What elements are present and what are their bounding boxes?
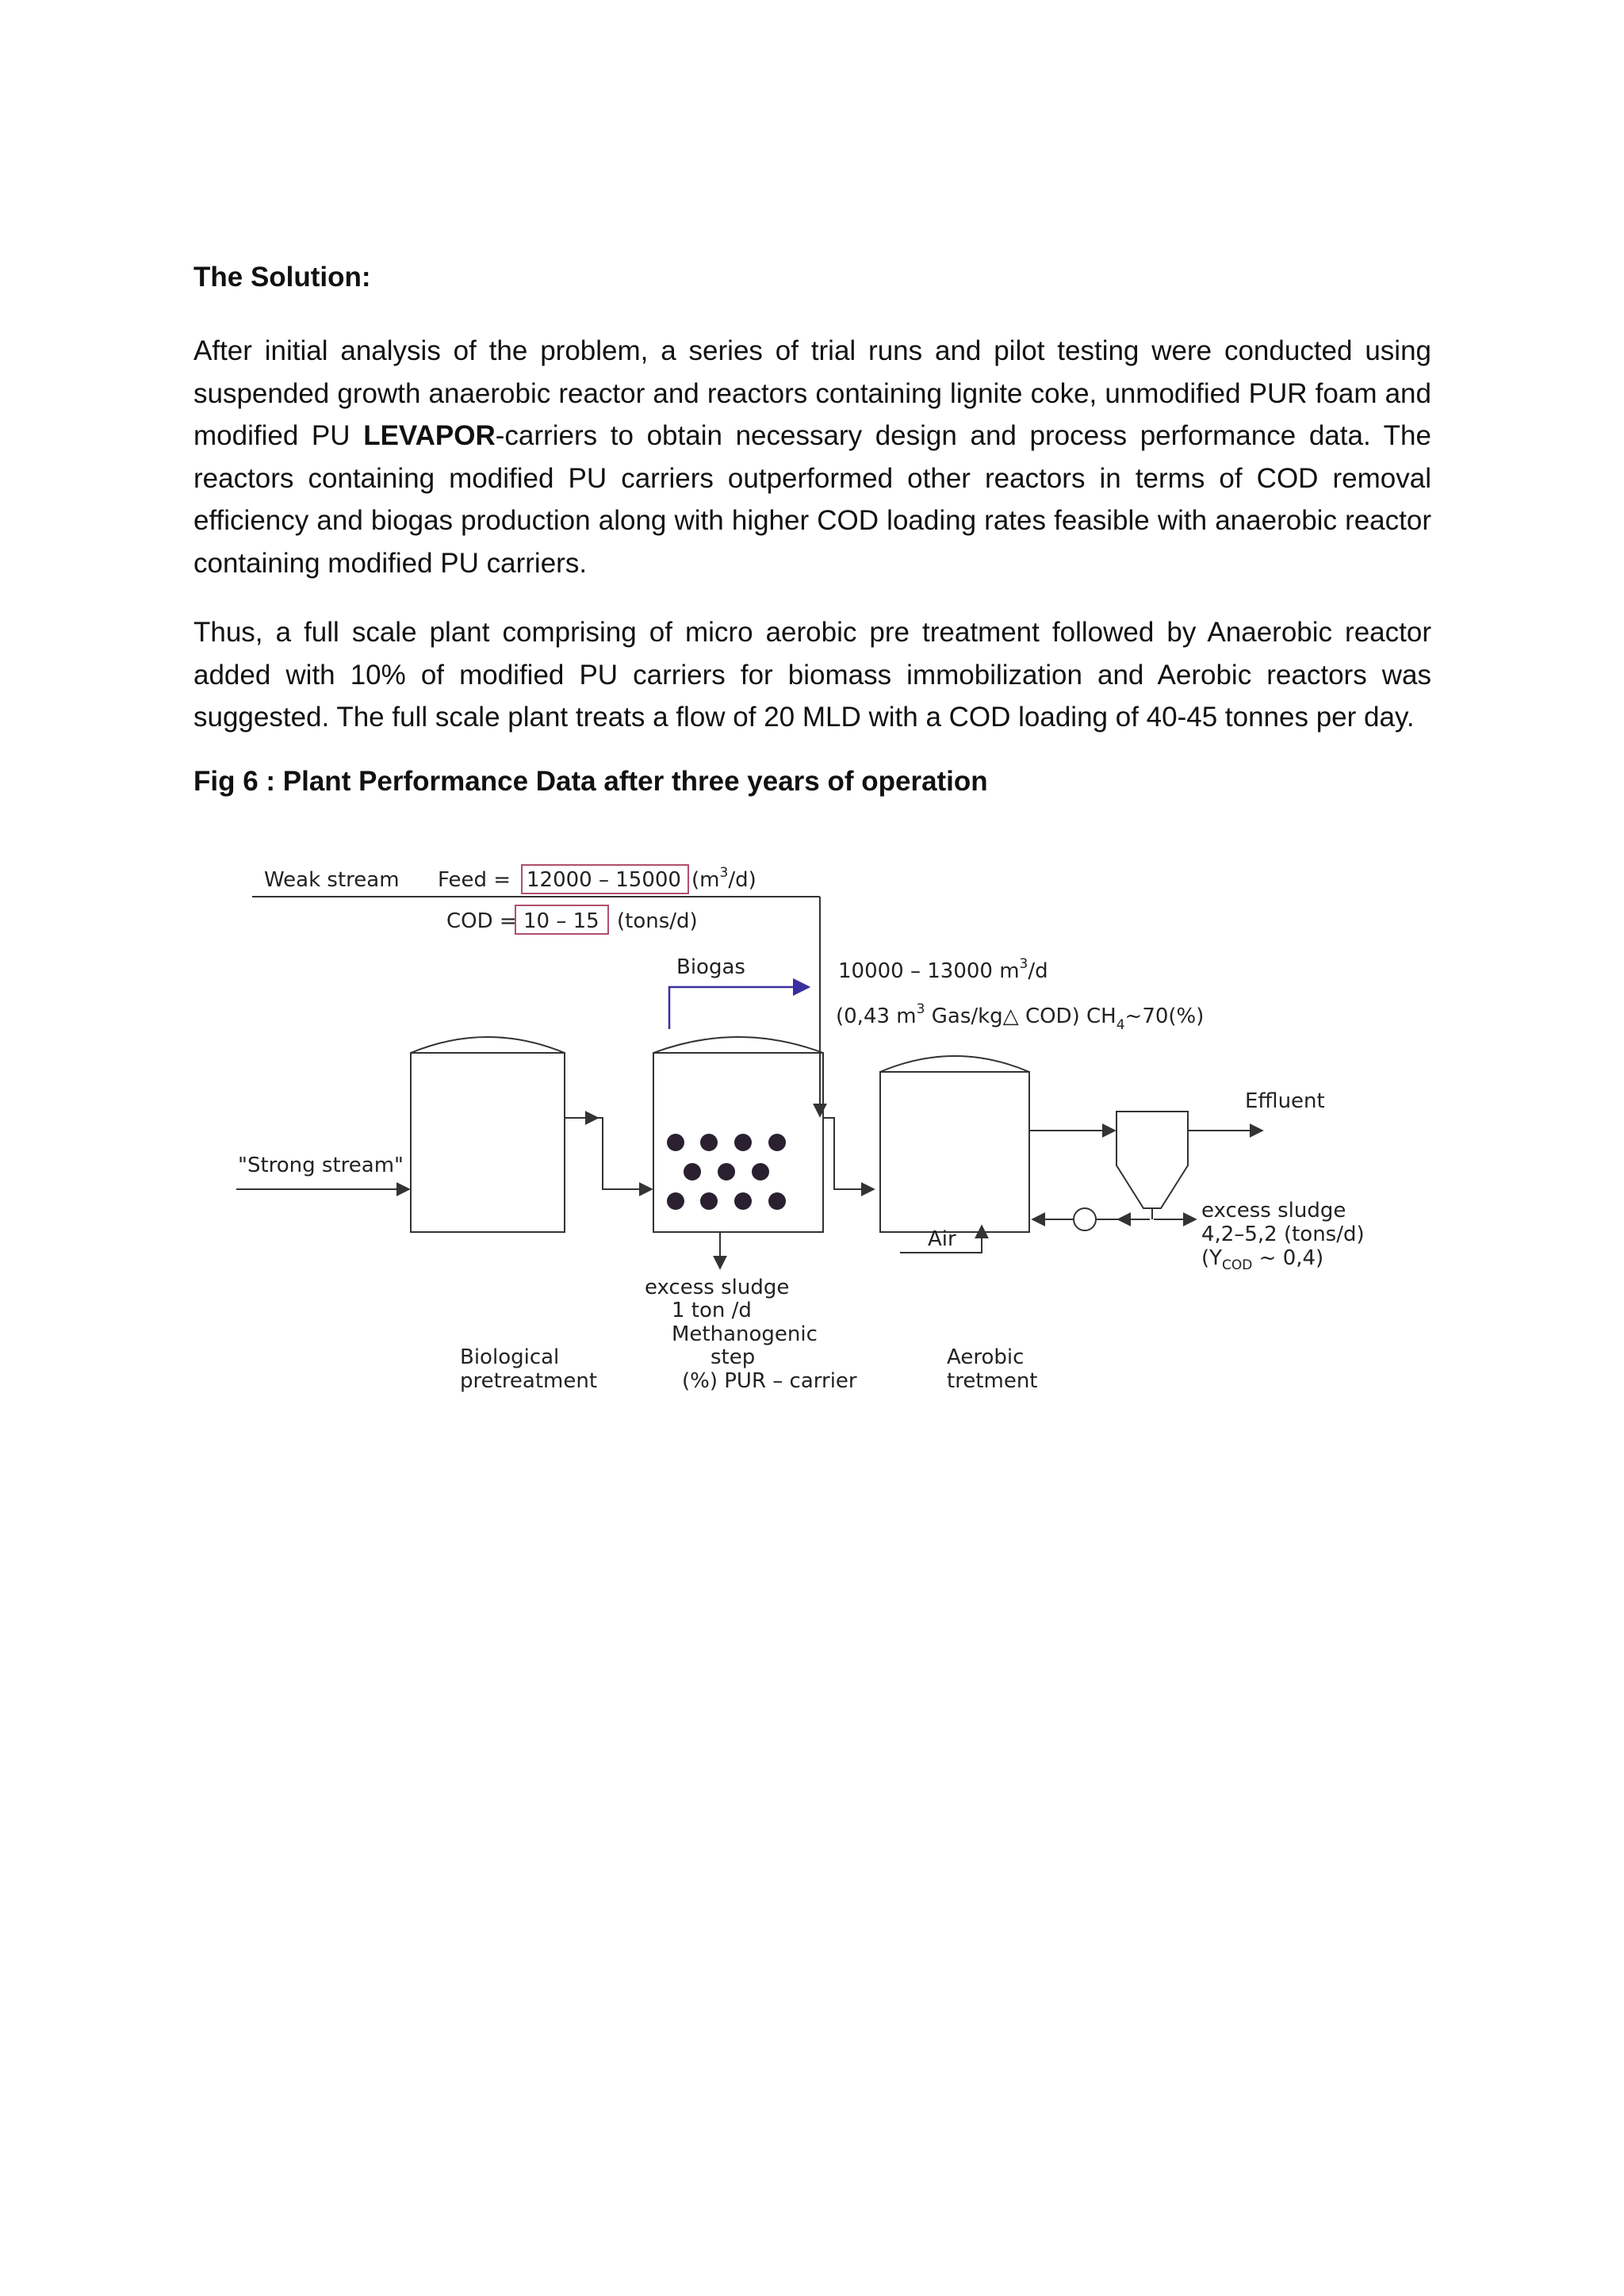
- stage-1-line-1: Biological: [460, 1345, 559, 1369]
- biogas-flow: 10000 – 13000 m3/d: [838, 956, 1048, 983]
- cod-value-box: [515, 905, 609, 935]
- feed-value-box: [521, 864, 689, 894]
- excess-sludge-2-amount: 4,2–5,2 (tons/d): [1201, 1223, 1365, 1246]
- stage-2-line-3: (%) PUR – carrier: [682, 1369, 857, 1393]
- stage-3-line-1: Aerobic: [947, 1345, 1024, 1369]
- figure-caption: Fig 6 : Plant Performance Data after thr…: [193, 766, 988, 797]
- pretreatment-tank: [410, 1052, 565, 1233]
- methanogenic-tank-dome: [653, 1036, 824, 1054]
- air-label: Air: [928, 1227, 956, 1251]
- pretreatment-outlet: [565, 1117, 652, 1190]
- sludge-yield: (YCOD ~ 0,4): [1201, 1246, 1323, 1273]
- aerobic-tank-dome: [879, 1055, 1030, 1073]
- stage-1-line-2: pretreatment: [460, 1369, 597, 1393]
- section-heading: The Solution:: [193, 262, 371, 293]
- paragraph-1-text-a: After initial analysis of the problem, a…: [193, 335, 1431, 451]
- stage-2-line-1: Methanogenic: [672, 1322, 818, 1346]
- clarifier: [1116, 1111, 1189, 1209]
- cod-value: 10 – 15: [523, 909, 599, 933]
- pretreatment-tank-dome: [410, 1036, 565, 1054]
- cod-label: COD =: [446, 909, 517, 933]
- paragraph-trial-runs: After initial analysis of the problem, a…: [193, 330, 1431, 584]
- stage-2-line-2: step: [710, 1345, 755, 1369]
- levapor-brand: LEVAPOR: [363, 420, 496, 451]
- cod-unit: (tons/d): [617, 909, 698, 933]
- gas-yield: (0,43 m3 Gas/kg△ COD) CH4~70(%): [836, 1001, 1204, 1033]
- weak-stream-label: Weak stream: [264, 868, 400, 892]
- process-flow-svg: Weak stream Feed = 12000 – 15000 (m3/d) …: [236, 864, 1365, 1393]
- process-flow-diagram: Weak stream Feed = 12000 – 15000 (m3/d) …: [206, 840, 1443, 1411]
- excess-sludge-2-label: excess sludge: [1201, 1199, 1346, 1223]
- aerobic-tank: [879, 1071, 1030, 1233]
- biogas-label: Biogas: [676, 955, 745, 979]
- methanogenic-tank: [653, 1052, 824, 1233]
- methanogenic-outlet: [823, 1117, 874, 1190]
- paragraph-full-scale-plant: Thus, a full scale plant comprising of m…: [193, 617, 1431, 733]
- excess-sludge-1-label: excess sludge: [645, 1276, 789, 1299]
- pur-carriers: [667, 1134, 786, 1210]
- excess-sludge-1-amount: 1 ton /d: [672, 1299, 752, 1322]
- strong-stream-label: "Strong stream": [238, 1154, 404, 1177]
- effluent-label: Effluent: [1245, 1089, 1325, 1113]
- feed-value: 12000 – 15000: [527, 868, 681, 892]
- air-arrow: [900, 1224, 989, 1253]
- feed-label: Feed =: [438, 868, 511, 892]
- biogas-arrow: [668, 978, 811, 1029]
- paragraph-1-text-b: -carriers to obtain necessary design and…: [193, 420, 1431, 579]
- feed-unit: (m3/d): [691, 865, 756, 892]
- recycle-pump-icon: [1073, 1207, 1097, 1231]
- stage-3-line-2: tretment: [947, 1369, 1038, 1393]
